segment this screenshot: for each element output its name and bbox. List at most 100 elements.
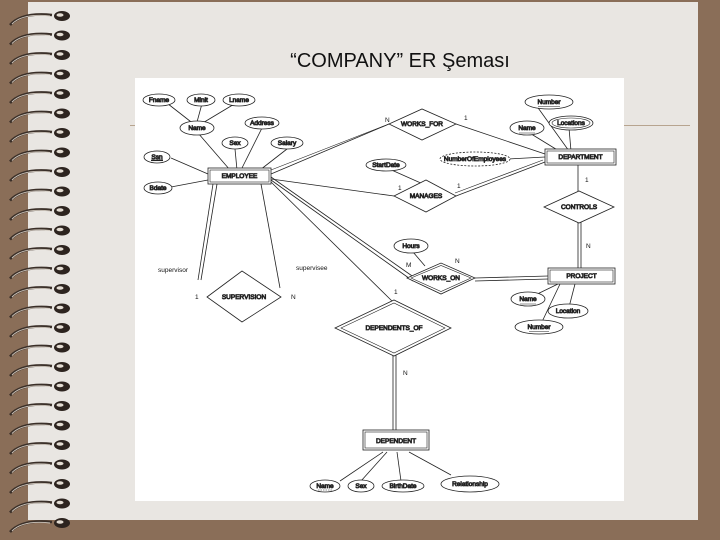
svg-text:SUPERVISION: SUPERVISION (222, 294, 267, 301)
attribute-hours: Hours (393, 238, 429, 254)
role-supervisor: supervisor (158, 267, 189, 274)
binding-ring (9, 500, 53, 514)
svg-text:Sex: Sex (355, 483, 367, 490)
binding-ring (9, 364, 53, 377)
svg-text:Minit: Minit (194, 97, 208, 104)
svg-text:Ssn: Ssn (151, 154, 163, 161)
card-do-1: 1 (394, 289, 398, 296)
svg-text:Salary: Salary (278, 140, 297, 147)
card-mg-1b: 1 (457, 183, 461, 190)
svg-text:Hours: Hours (402, 243, 420, 250)
binding-ring (9, 130, 53, 143)
svg-text:Relationship: Relationship (452, 481, 488, 488)
attribute-number-of-employees: NumberOfEmployees (439, 151, 511, 167)
card-do-n: N (403, 370, 408, 377)
binding-ring (9, 422, 53, 436)
attribute-locations: Locations (548, 115, 594, 131)
svg-text:Number: Number (527, 324, 551, 331)
card-wf-n: N (385, 117, 390, 124)
svg-text:Name: Name (188, 125, 206, 132)
attribute-dep-sex: Sex (347, 479, 375, 493)
svg-text:Sex: Sex (229, 140, 241, 147)
svg-text:Name: Name (316, 483, 334, 490)
card-ct-1: 1 (585, 177, 589, 184)
attribute-lname: Lname (222, 93, 256, 107)
card-sv-n: N (291, 294, 296, 301)
binding-ring (9, 305, 53, 319)
svg-text:WORKS_FOR: WORKS_FOR (401, 121, 443, 128)
card-sv-1: 1 (195, 294, 199, 301)
binding-ring (9, 266, 53, 280)
svg-text:Bdate: Bdate (150, 185, 167, 192)
attribute-birth-date: BirthDate (381, 479, 425, 493)
entity-dependent: DEPENDENT (362, 429, 430, 451)
attribute-sex: Sex (221, 136, 249, 150)
svg-text:Name: Name (519, 296, 537, 303)
svg-text:PROJECT: PROJECT (566, 273, 596, 280)
entity-employee: EMPLOYEE (207, 167, 272, 185)
binding-ring (9, 91, 53, 104)
binding-ring (9, 383, 53, 397)
svg-text:Location: Location (556, 308, 581, 315)
attribute-minit: Minit (186, 93, 216, 107)
relationship-supervision: SUPERVISION (206, 270, 282, 323)
svg-text:WORKS_ON: WORKS_ON (422, 275, 460, 282)
attribute-bdate: Bdate (143, 181, 173, 195)
svg-text:Number: Number (537, 99, 561, 106)
cardinality-labels: N 1 1 1 1 N M N 1 N 1 N supervisor super… (158, 115, 591, 377)
binding-ring (9, 520, 53, 533)
binding-ring (9, 325, 53, 338)
role-supervisee: supervisee (296, 265, 328, 272)
svg-text:DEPENDENTS_OF: DEPENDENTS_OF (365, 325, 422, 332)
relationship-works-on: WORKS_ON (406, 262, 476, 295)
attribute-dept-name: Name (509, 120, 545, 136)
card-wo-m: M (406, 262, 411, 269)
binding-ring (9, 110, 53, 124)
card-ct-n: N (586, 243, 591, 250)
binding-ring (9, 32, 53, 46)
svg-text:Lname: Lname (229, 97, 249, 104)
spiral-binding (9, 11, 70, 533)
svg-text:Name: Name (518, 125, 536, 132)
relationship-controls: CONTROLS (543, 190, 615, 224)
relationship-manages: MANAGES (393, 179, 457, 213)
binding-ring (9, 403, 53, 416)
binding-ring (9, 344, 53, 358)
binding-ring (9, 169, 53, 182)
connector-lines (162, 99, 582, 482)
attribute-proj-number: Number (514, 319, 564, 335)
attribute-proj-name: Name (510, 291, 546, 307)
svg-text:MANAGES: MANAGES (410, 193, 443, 200)
card-mg-1a: 1 (398, 185, 402, 192)
svg-text:DEPARTMENT: DEPARTMENT (558, 154, 602, 161)
svg-text:Fname: Fname (149, 97, 170, 104)
svg-text:CONTROLS: CONTROLS (561, 204, 598, 211)
attribute-number: Number (524, 94, 574, 110)
er-diagram: EMPLOYEE DEPARTMENT PROJECT DEPENDENT WO… (135, 78, 624, 501)
attribute-fname: Fname (142, 93, 176, 107)
attribute-relationship: Relationship (440, 475, 500, 493)
entity-department: DEPARTMENT (544, 148, 617, 166)
binding-ring (9, 149, 53, 163)
attribute-salary: Salary (270, 136, 304, 150)
attribute-start-date: StartDate (365, 158, 407, 172)
attribute-ssn: Ssn (143, 150, 171, 164)
card-wf-1: 1 (464, 115, 468, 122)
relationship-works-for: WORKS_FOR (388, 108, 457, 141)
binding-ring (9, 286, 53, 299)
binding-ring (9, 71, 53, 85)
svg-text:Locations: Locations (557, 120, 586, 127)
binding-ring (9, 481, 53, 494)
svg-text:DEPENDENT: DEPENDENT (376, 438, 416, 445)
relationship-dependents-of: DEPENDENTS_OF (334, 299, 452, 357)
svg-text:StartDate: StartDate (372, 162, 400, 169)
entity-project: PROJECT (547, 267, 616, 285)
binding-ring (9, 188, 53, 202)
binding-ring (9, 227, 53, 241)
card-wo-n: N (455, 258, 460, 265)
svg-text:Address: Address (250, 120, 275, 127)
binding-ring (9, 461, 53, 475)
attribute-proj-location: Location (547, 303, 589, 319)
svg-text:NumberOfEmployees: NumberOfEmployees (444, 156, 507, 163)
binding-ring (9, 247, 53, 260)
